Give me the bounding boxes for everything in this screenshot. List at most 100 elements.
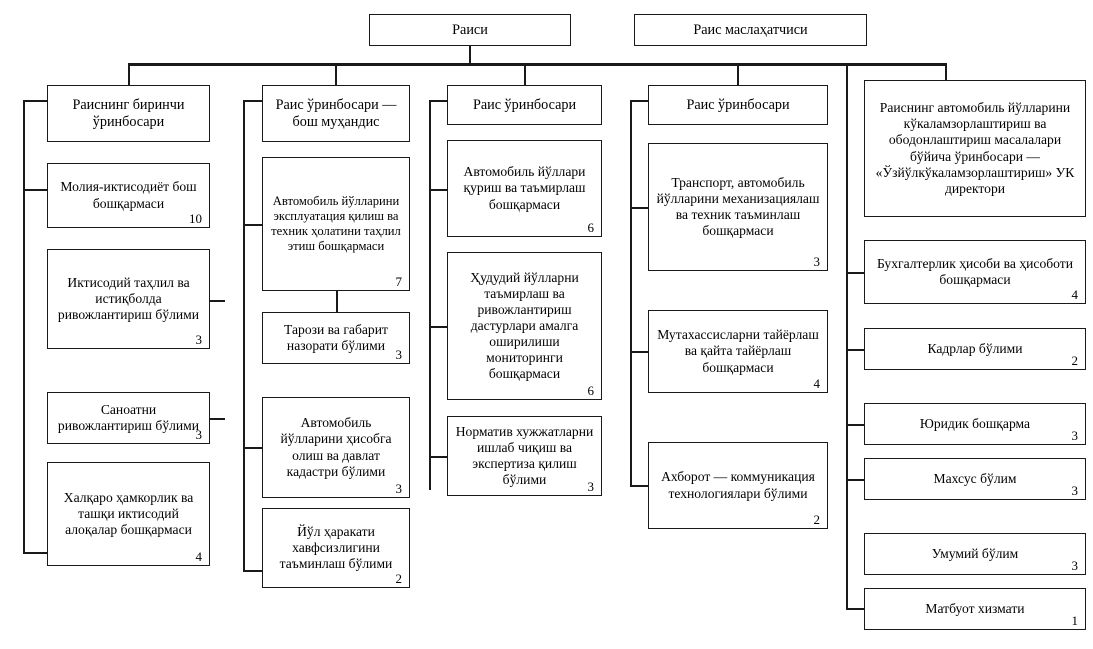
spine-col4 (630, 100, 632, 485)
spine-col3 (429, 100, 431, 490)
node-count: 6 (587, 383, 595, 398)
connector-col2-header (243, 100, 263, 102)
connector-col1-item-1 (205, 300, 225, 302)
connector-col5-item-3 (846, 479, 866, 481)
node-col5-header[interactable]: Раиснинг автомобиль йўлларини кўкаламзор… (864, 80, 1086, 217)
node-label: Матбуот хизмати (925, 600, 1025, 616)
node-col3-header[interactable]: Раис ўринбосари (447, 85, 602, 125)
node-count: 4 (1071, 287, 1079, 302)
connector-col4-item-0 (630, 207, 650, 209)
connector-col1-header (23, 100, 48, 102)
node-count: 1 (1071, 613, 1079, 628)
connector-col2-item-0 (243, 224, 263, 226)
connector-col1-item-3 (23, 552, 48, 554)
node-chairman[interactable]: Раиси (369, 14, 571, 46)
connector-drop-col5 (945, 63, 947, 85)
node-count: 2 (1071, 353, 1079, 368)
node-col2-item-2[interactable]: Автомобиль йўлларини ҳисобга олиш ва дав… (262, 397, 410, 498)
node-label: Молия-иктисодиёт бош бошқармаси (60, 179, 197, 211)
node-label: Иктисодий таҳлил ва истиқболда ривожлант… (57, 274, 200, 323)
node-count: 3 (1071, 428, 1079, 443)
connector-col2-item-3 (243, 570, 263, 572)
connector-col5-item-2 (846, 424, 866, 426)
connector-col4-header (630, 100, 650, 102)
node-label: Раис ўринбосари — бош муҳандис (275, 96, 397, 130)
node-col5-item-2[interactable]: Юридик бошқарма 3 (864, 403, 1086, 445)
node-label: Саноатни ривожлантириш бўлими (57, 401, 200, 433)
node-count: 3 (395, 481, 403, 496)
node-col1-item-2[interactable]: Саноатни ривожлантириш бўлими 3 (47, 392, 210, 444)
connector-col5-header (846, 63, 946, 65)
spine-col2 (243, 100, 245, 570)
connector-col2-item-2 (243, 447, 263, 449)
connector-col3-item-1 (429, 326, 449, 328)
node-label: Ахборот — коммуникация технологиялари бў… (661, 469, 815, 501)
connector-col4-item-1 (630, 351, 650, 353)
node-label: Тарози ва габарит назорати бўлими (284, 321, 388, 353)
node-label: Юридик бошқарма (919, 415, 1031, 431)
node-count: 3 (195, 332, 203, 347)
connector-col5-item-5 (846, 608, 866, 610)
connector-col3-header (429, 100, 449, 102)
node-col2-item-0[interactable]: Автомобиль йўлларини эксплуатация қилиш … (262, 157, 410, 291)
node-count: 6 (587, 220, 595, 235)
connector-col4-item-2 (630, 485, 650, 487)
connector-drop-col3 (524, 63, 526, 85)
node-col2-header[interactable]: Раис ўринбосари — бош муҳандис (262, 85, 410, 142)
node-col4-item-1[interactable]: Мутахассисларни тайёрлаш ва қайта тайёрл… (648, 310, 828, 393)
connector-top-bus (128, 63, 947, 66)
node-col1-header[interactable]: Раиснинг биринчи ўринбосари (47, 85, 210, 142)
connector-col5-item-0 (846, 272, 866, 274)
spine-col5 (846, 63, 848, 608)
connector-col3-item-2 (429, 456, 449, 458)
node-count: 2 (395, 571, 403, 586)
node-count: 4 (813, 376, 821, 391)
node-count: 10 (189, 211, 202, 226)
node-col3-item-0[interactable]: Автомобиль йўллари қуриш ва таъмирлаш бо… (447, 140, 602, 237)
node-col5-item-0[interactable]: Бухгалтерлик ҳисоби ва ҳисоботи бошқарма… (864, 240, 1086, 304)
node-label: Раис ўринбосари (472, 96, 577, 113)
node-col2-item-3[interactable]: Йўл ҳаракати хавфсизлигини таъминлаш бўл… (262, 508, 410, 588)
node-count: 3 (195, 427, 203, 442)
node-label: Транспорт, автомобиль йўлларини механиза… (656, 174, 820, 239)
node-label: Норматив хужжатларни ишлаб чиқиш ва эксп… (455, 423, 594, 488)
node-label: Автомобиль йўлларини эксплуатация қилиш … (271, 194, 401, 253)
node-count: 3 (587, 479, 595, 494)
node-count: 3 (395, 347, 403, 362)
node-label: Кадрлар бўлими (927, 340, 1023, 356)
node-col1-item-0[interactable]: Молия-иктисодиёт бош бошқармаси 10 (47, 163, 210, 228)
node-label: Ҳудудий йўлларни таъмирлаш ва ривожланти… (470, 269, 579, 382)
connector-col2-bridge (336, 291, 338, 312)
connector-drop-col1 (128, 63, 130, 85)
node-chairman-advisor[interactable]: Раис маслаҳатчиси (634, 14, 867, 46)
node-count: 7 (395, 274, 403, 289)
node-col1-item-1[interactable]: Иктисодий таҳлил ва истиқболда ривожлант… (47, 249, 210, 349)
node-label: Раис маслаҳатчиси (693, 21, 808, 38)
node-col5-item-4[interactable]: Умумий бўлим 3 (864, 533, 1086, 575)
node-label: Раиси (452, 21, 488, 38)
node-col3-item-1[interactable]: Ҳудудий йўлларни таъмирлаш ва ривожланти… (447, 252, 602, 400)
spine-col1 (23, 100, 25, 552)
node-col4-header[interactable]: Раис ўринбосари (648, 85, 828, 125)
node-col4-item-2[interactable]: Ахборот — коммуникация технологиялари бў… (648, 442, 828, 529)
connector-drop-col2 (335, 63, 337, 85)
connector-col5-item-1 (846, 349, 866, 351)
node-col1-item-3[interactable]: Халқаро ҳамкорлик ва ташқи иктисодий ало… (47, 462, 210, 566)
node-label: Раис ўринбосари (686, 96, 790, 113)
node-label: Автомобиль йўлларини ҳисобга олиш ва дав… (280, 415, 392, 479)
node-count: 3 (1071, 483, 1079, 498)
node-count: 3 (1071, 558, 1079, 573)
node-col2-item-1[interactable]: Тарози ва габарит назорати бўлими 3 (262, 312, 410, 364)
node-col3-item-2[interactable]: Норматив хужжатларни ишлаб чиқиш ва эксп… (447, 416, 602, 496)
node-count: 4 (195, 549, 203, 564)
node-label: Автомобиль йўллари қуриш ва таъмирлаш бо… (463, 164, 586, 212)
node-col5-item-1[interactable]: Кадрлар бўлими 2 (864, 328, 1086, 370)
connector-drop-col4 (737, 63, 739, 85)
node-label: Бухгалтерлик ҳисоби ва ҳисоботи бошқарма… (876, 255, 1074, 287)
connector-col3-item-0 (429, 189, 449, 191)
node-count: 3 (813, 254, 821, 269)
node-label: Халқаро ҳамкорлик ва ташқи иктисодий ало… (63, 489, 194, 538)
node-col4-item-0[interactable]: Транспорт, автомобиль йўлларини механиза… (648, 143, 828, 271)
node-col5-item-5[interactable]: Матбуот хизмати 1 (864, 588, 1086, 630)
node-col5-item-3[interactable]: Махсус бўлим 3 (864, 458, 1086, 500)
